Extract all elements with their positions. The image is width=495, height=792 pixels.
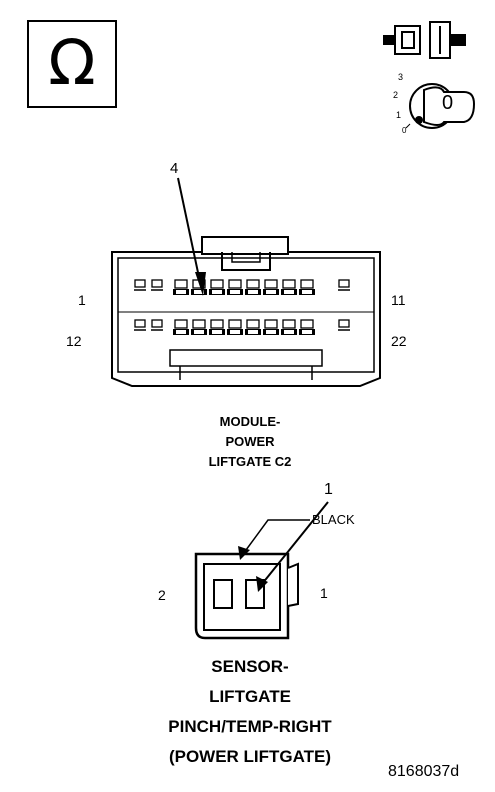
caption-line: PINCH/TEMP-RIGHT [168,717,332,736]
c2-cavity-bottom [151,319,163,331]
c2-cavity-bottom [173,319,189,335]
c2-cavity-top [209,279,225,295]
key-pos-3: 3 [398,72,404,82]
c2-cavity-top [299,279,315,295]
callout-1: 1 [324,481,333,498]
pin-label-22: 22 [391,333,407,349]
c2-cavity-bottom [338,319,350,331]
caption-line: (POWER LIFTGATE) [168,747,332,766]
c2-cavity-top [338,279,350,291]
disconnect-connector-icon [380,18,480,64]
c2-cavity-bottom [281,319,297,335]
c2-cavity-bottom [245,319,261,335]
c2-cavity-top [151,279,163,291]
c2-cavity-top [134,279,146,291]
pin-label-11: 11 [391,292,406,308]
c2-cavity-top [245,279,261,295]
caption-line: LIFTGATE [209,687,291,706]
figure-id: 8168037d [388,763,460,780]
key-pos-0: 0 [402,126,407,135]
caption-line: MODULE- [219,414,281,429]
pin-label-12: 12 [66,333,82,349]
key-current-position: 0 [442,92,454,114]
connector-c2-caption: MODULE- POWER LIFTGATE C2 [150,412,350,472]
c2-cavity-bottom [227,319,243,335]
pin-label-1: 1 [78,292,86,308]
c2-cavity-top [281,279,297,295]
wire-color-label: BLACK [312,512,355,527]
ignition-key-icon: 3 2 1 0 0 [392,70,482,140]
caption-line: POWER [225,434,275,449]
key-pos-1: 1 [396,110,402,120]
caption-line: SENSOR- [211,657,289,676]
connector-c2-drawing [111,177,381,387]
c2-cavity-top [173,279,189,295]
sensor-connector-drawing [0,480,495,650]
sensor-pin-label-1: 1 [320,585,328,601]
c2-cavity-top [227,279,243,295]
key-pos-2: 2 [393,90,399,100]
ohm-symbol: Ω [48,26,96,99]
callout-4: 4 [170,160,179,177]
sensor-caption: SENSOR- LIFTGATE PINCH/TEMP-RIGHT (POWER… [100,654,400,770]
c2-cavity-bottom [263,319,279,335]
ohmmeter-icon: Ω [27,20,117,108]
c2-cavity-bottom [191,319,207,335]
c2-cavity-bottom [299,319,315,335]
c2-cavity-top [263,279,279,295]
c2-cavity-bottom [209,319,225,335]
sensor-pin-label-2: 2 [158,587,166,603]
c2-cavity-bottom [134,319,146,331]
caption-line: LIFTGATE C2 [208,454,292,469]
